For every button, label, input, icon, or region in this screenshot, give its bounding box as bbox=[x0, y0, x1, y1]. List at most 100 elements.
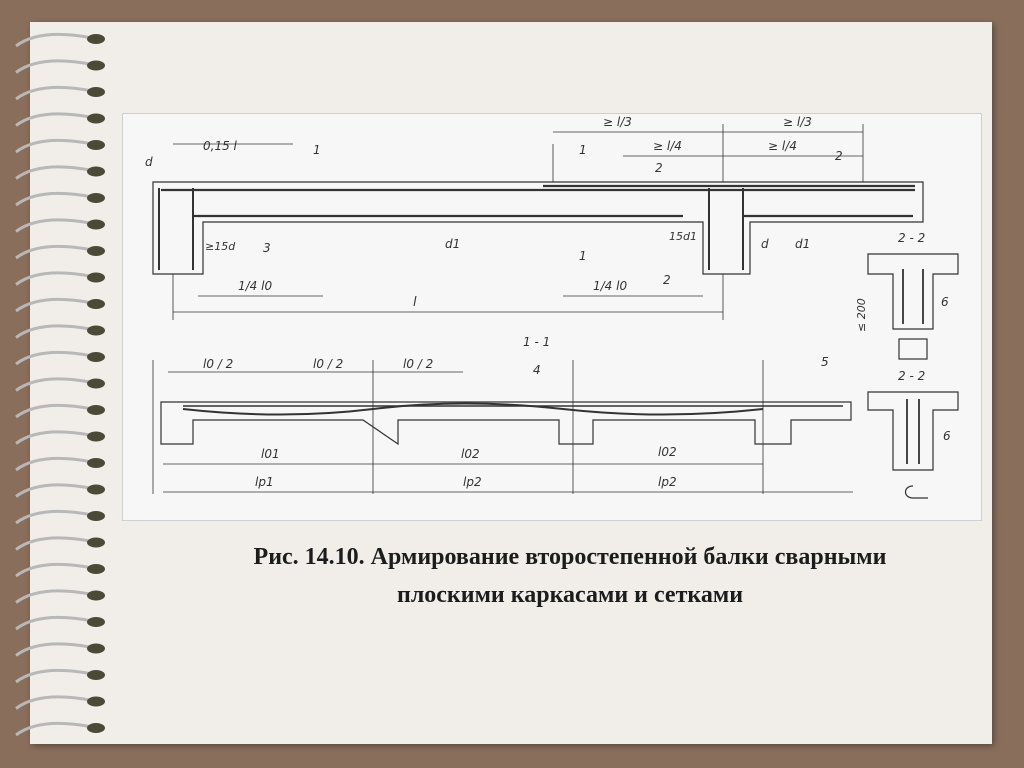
binding-ring bbox=[15, 377, 93, 392]
beam-drawing-svg: ≥ l/3 ≥ l/3 ≥ l/4 ≥ l/4 0,15 l d 1 2 3 d… bbox=[145, 115, 959, 499]
binding-ring bbox=[15, 350, 93, 366]
binding-hole bbox=[87, 34, 105, 44]
binding-ring bbox=[15, 562, 93, 578]
binding-ring bbox=[15, 191, 93, 207]
binding-hole bbox=[87, 193, 105, 203]
binding-hole bbox=[87, 643, 105, 654]
section-2-2-title-a: 2 - 2 bbox=[898, 231, 925, 245]
beam-outline bbox=[152, 181, 924, 275]
binding-ring bbox=[15, 138, 93, 154]
dim-015l: 0,15 l bbox=[203, 139, 238, 153]
binding-hole bbox=[87, 484, 105, 495]
binding-ring bbox=[15, 324, 93, 339]
binding-hole bbox=[87, 537, 105, 548]
spiral-binding bbox=[15, 32, 105, 737]
binding-hole bbox=[87, 272, 105, 283]
binding-ring bbox=[15, 32, 93, 48]
dim-design-span-3: lp2 bbox=[658, 475, 677, 489]
binding-ring bbox=[15, 297, 93, 313]
binding-hole bbox=[87, 140, 105, 150]
binding-ring bbox=[15, 509, 93, 525]
binding-ring bbox=[15, 456, 93, 472]
dim-clear-span-3: l02 bbox=[658, 445, 677, 459]
binding-hole bbox=[87, 219, 105, 230]
label-1: 1 bbox=[313, 143, 321, 157]
binding-hole bbox=[87, 87, 105, 97]
binding-hole bbox=[87, 352, 105, 362]
binding-ring bbox=[15, 59, 93, 74]
label-3: 3 bbox=[263, 241, 271, 255]
section-2-2-bottom bbox=[867, 391, 959, 471]
binding-hole bbox=[87, 617, 105, 627]
binding-hole bbox=[87, 325, 105, 336]
binding-ring bbox=[15, 615, 93, 631]
dim-half-span-1: l0 / 2 bbox=[203, 357, 233, 371]
dim-design-span-2: lp2 bbox=[463, 475, 482, 489]
caption-line-1: Рис. 14.10. Армирование второстепенной б… bbox=[253, 544, 887, 570]
binding-hole bbox=[87, 246, 105, 256]
figure-caption: Рис. 14.10. Армирование второстепенной б… bbox=[120, 538, 1020, 614]
binding-hole bbox=[87, 723, 105, 733]
binding-ring bbox=[15, 271, 93, 286]
binding-ring bbox=[15, 430, 93, 445]
binding-ring bbox=[15, 695, 93, 710]
label-4: 4 bbox=[533, 363, 541, 377]
label-6-b: 6 bbox=[943, 429, 951, 443]
section-2-2-title-b: 2 - 2 bbox=[898, 369, 925, 383]
binding-hole bbox=[87, 458, 105, 468]
binding-hole bbox=[87, 60, 105, 71]
binding-ring bbox=[15, 403, 93, 419]
label-d1-mid: d1 bbox=[445, 237, 460, 251]
label-15d1: 15d1 bbox=[669, 230, 697, 243]
label-6-a: 6 bbox=[941, 295, 949, 309]
binding-hole bbox=[87, 590, 105, 601]
binding-ring bbox=[15, 668, 93, 684]
binding-hole bbox=[87, 564, 105, 574]
binding-hole bbox=[87, 431, 105, 442]
section-mark-2-bottom: 2 bbox=[663, 273, 671, 287]
dim-l4-right: ≥ l/4 bbox=[768, 139, 797, 153]
dim-design-span-1: lp1 bbox=[255, 475, 274, 489]
binding-ring bbox=[15, 165, 93, 180]
dim-l3-right: ≥ l/3 bbox=[783, 115, 812, 129]
dim-clear-span-2: l02 bbox=[461, 447, 480, 461]
dim-l3-left: ≥ l/3 bbox=[603, 115, 632, 129]
binding-hole bbox=[87, 696, 105, 707]
label-2: 2 bbox=[835, 149, 843, 163]
reinforcement-drawing: ≥ l/3 ≥ l/3 ≥ l/4 ≥ l/4 0,15 l d 1 2 3 d… bbox=[122, 113, 982, 521]
label-d: d bbox=[145, 155, 153, 169]
binding-ring bbox=[15, 112, 93, 127]
binding-ring bbox=[15, 244, 93, 260]
binding-hole bbox=[87, 378, 105, 389]
dim-200: ≤ 200 bbox=[855, 298, 868, 332]
dim-half-span-3: l0 / 2 bbox=[403, 357, 433, 371]
section-mark-2-top: 2 bbox=[655, 161, 663, 175]
dim-l4-left: ≥ l/4 bbox=[653, 139, 682, 153]
binding-ring bbox=[15, 589, 93, 604]
binding-ring bbox=[15, 721, 93, 737]
binding-ring bbox=[15, 483, 93, 498]
binding-hole bbox=[87, 511, 105, 521]
dim-quarter-left: 1/4 l0 bbox=[238, 279, 272, 293]
binding-hole bbox=[87, 113, 105, 124]
label-d1-right: d1 bbox=[795, 237, 810, 251]
binding-hole bbox=[87, 405, 105, 415]
dim-clear-span-1: l01 bbox=[261, 447, 280, 461]
binding-hole bbox=[87, 166, 105, 177]
caption-line-2: плоскими каркасами и сетками bbox=[396, 582, 744, 608]
dim-quarter-right: 1/4 l0 bbox=[593, 279, 627, 293]
section-1-1-title: 1 - 1 bbox=[523, 335, 550, 349]
binding-ring bbox=[15, 642, 93, 657]
binding-ring bbox=[15, 536, 93, 551]
section-mark-1-bottom: 1 bbox=[579, 249, 587, 263]
label-15d: ≥15d bbox=[205, 240, 236, 253]
slab-outline bbox=[160, 401, 852, 446]
label-5: 5 bbox=[821, 355, 829, 369]
binding-hole bbox=[87, 670, 105, 680]
binding-ring bbox=[15, 218, 93, 233]
binding-ring bbox=[15, 85, 93, 101]
section-mark-1-top: 1 bbox=[579, 143, 587, 157]
dim-half-span-2: l0 / 2 bbox=[313, 357, 343, 371]
section-2-2-top bbox=[867, 253, 959, 330]
dim-span-l: l bbox=[413, 295, 417, 310]
